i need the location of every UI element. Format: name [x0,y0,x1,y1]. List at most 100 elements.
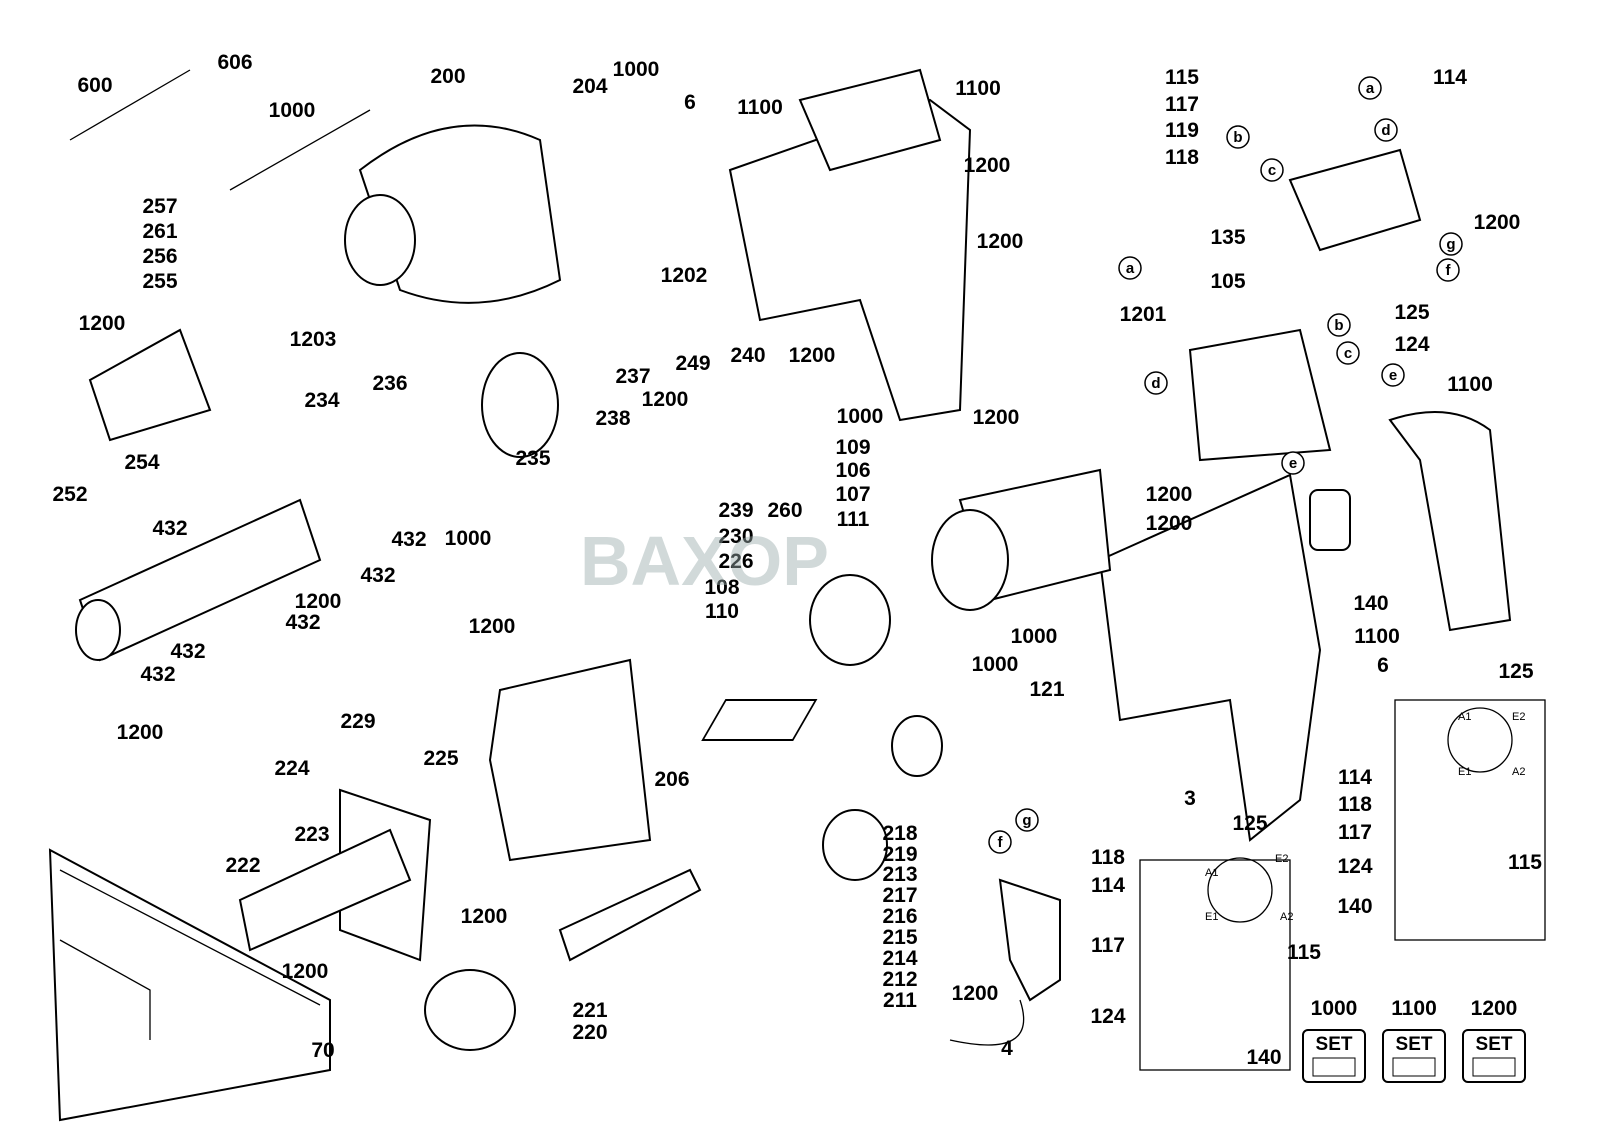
terminal-label: A2 [1280,911,1293,923]
part-number-label: 110 [705,600,739,623]
terminal-label: A2 [1512,766,1525,778]
part-number-label: 1200 [642,388,689,411]
part-number-label: 1200 [977,230,1024,253]
part-number-label: 1200 [952,982,999,1005]
part-number-label: 118 [1338,793,1372,816]
part-number-label: 211 [883,989,917,1012]
intermediate-flange [488,658,652,862]
part-number-label: 115 [1165,66,1199,89]
part-number-label: 124 [1090,1005,1125,1028]
part-number-label: 240 [730,344,765,367]
part-number-label: 1200 [1146,512,1193,535]
part-number-label: 115 [1508,851,1542,874]
part-number-label: 200 [430,65,465,88]
screw-set-icon [1312,1057,1356,1077]
part-number-label: 219 [882,843,917,866]
part-number-label: 261 [142,220,177,243]
part-number-label: 432 [391,528,426,551]
motor-housing-half [728,98,972,422]
terminal-label: E2 [1512,711,1525,723]
part-number-label: 118 [1165,146,1199,169]
part-number-label: 220 [572,1021,607,1044]
connector-letter: e [1389,367,1397,384]
connector-letter: d [1381,122,1390,139]
connector-circle [1144,371,1168,395]
part-number-label: 212 [882,968,917,991]
terminal-label: A1 [1205,867,1218,879]
part-number-label: 114 [1091,874,1125,897]
part-number-label: 6 [1377,654,1389,677]
part-shapes [48,68,1546,1122]
part-number-label: 115 [1287,941,1321,964]
set-number: 1200 [1471,997,1518,1020]
part-number-label: 117 [1338,821,1372,844]
connector-circle [1358,76,1382,100]
part-number-label: 1200 [964,154,1011,177]
set-box [1382,1029,1446,1083]
part-number-label: 222 [225,854,260,877]
connector-letter: b [1233,129,1242,146]
part-number-label: 206 [654,768,689,791]
part-number-label: 1200 [282,960,329,983]
terminal-label: E1 [1458,766,1471,778]
connector-letter: g [1022,812,1031,829]
connector-circle [1118,256,1142,280]
part-number-label: 236 [372,372,407,395]
capacitor [1309,489,1351,551]
part-number-label: 257 [142,195,177,218]
part-number-label: 1200 [973,406,1020,429]
part-number-label: 1100 [955,77,1001,100]
part-number-label: 119 [1165,119,1199,142]
part-number-label: 215 [882,926,917,949]
set-label: SET [1316,1034,1353,1055]
part-number-label: 235 [515,447,550,470]
part-number-label: 117 [1165,93,1199,116]
connector-letter: c [1344,345,1352,362]
cable-strain-relief [998,878,1061,1002]
part-number-label: 217 [882,884,917,907]
part-number-label: 1202 [661,264,708,287]
part-number-label: 221 [572,999,607,1022]
part-number-label: 70 [311,1039,334,1062]
part-number-label: 125 [1232,812,1267,835]
part-number-label: 105 [1210,270,1245,293]
connector-circle [988,830,1012,854]
drive-shaft [558,868,702,962]
part-number-label: 124 [1394,333,1429,356]
part-number-label: 1200 [461,905,508,928]
part-number-label: 216 [882,905,917,928]
part-number-label: 117 [1091,934,1125,957]
part-number-label: 1000 [445,527,492,550]
part-number-label: 6 [684,91,696,114]
connector-circle [1381,363,1405,387]
part-number-label: 1203 [290,328,337,351]
connector-letter: c [1268,162,1276,179]
part-number-label: 1200 [1146,483,1193,506]
part-number-label: 1200 [117,721,164,744]
field-coil [1188,328,1332,462]
part-number-label: 124 [1337,855,1372,878]
part-number-label: 606 [217,51,252,74]
part-number-label: 1000 [1011,625,1058,648]
part-number-label: 1000 [837,405,884,428]
part-number-label: 214 [882,947,917,970]
connector-circle [1281,451,1305,475]
part-number-label: 1100 [737,96,783,119]
part-number-label: 224 [274,757,309,780]
set-label: SET [1396,1034,1433,1055]
part-number-label: 1200 [79,312,126,335]
part-number-label: 252 [52,483,87,506]
part-number-label: 229 [340,710,375,733]
connector-circle [1439,232,1463,256]
part-number-label: 107 [835,483,870,506]
part-number-label: 1100 [1447,373,1493,396]
part-number-label: 1200 [789,344,836,367]
part-number-label: 108 [704,576,739,599]
part-number-label: 140 [1337,895,1372,918]
part-number-label: 223 [294,823,329,846]
part-number-label: 213 [882,863,917,886]
part-number-label: 432 [140,663,175,686]
part-number-label: 260 [767,499,802,522]
